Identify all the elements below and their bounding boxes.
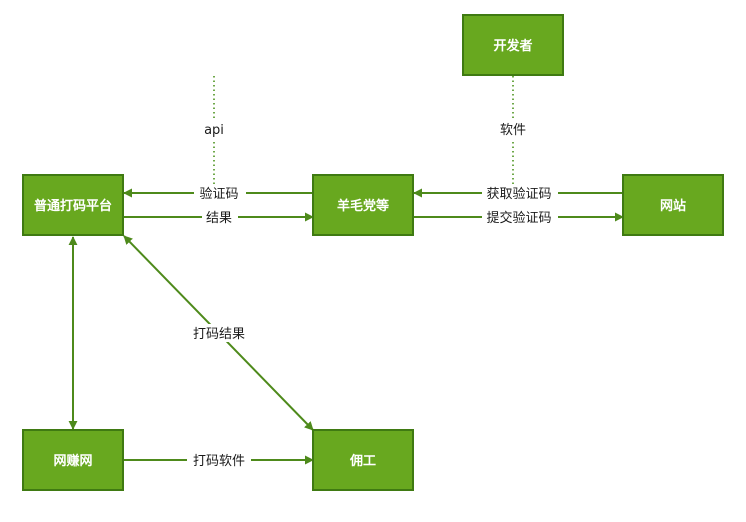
- node-worker-label: 佣工: [349, 453, 376, 469]
- edge-label-get-captcha: 获取验证码: [486, 186, 551, 202]
- node-website-label: 网站: [660, 198, 686, 214]
- node-developer-label: 开发者: [493, 38, 532, 54]
- label-bg-typing-software: [187, 451, 251, 469]
- node-worker: 佣工: [312, 429, 414, 491]
- label-bg-captcha: [194, 184, 246, 202]
- label-bg-result: [202, 208, 238, 226]
- node-wangzhuan: 网赚网: [22, 429, 124, 491]
- node-wangzhuan-label: 网赚网: [53, 453, 92, 469]
- label-bg-get-captcha: [482, 184, 558, 202]
- node-website: 网站: [622, 174, 724, 236]
- edge-label-result: 结果: [206, 211, 232, 226]
- label-bg-api: [198, 119, 232, 139]
- edge-label-api: api: [204, 123, 224, 138]
- label-bg-software: [492, 119, 534, 139]
- node-platform: 普通打码平台: [22, 174, 124, 236]
- edge-label-software: 软件: [500, 123, 526, 138]
- label-bg-submit-captcha: [482, 208, 558, 226]
- edge-label-submit-captcha: 提交验证码: [486, 210, 551, 226]
- node-yangmao-label: 羊毛党等: [337, 198, 389, 214]
- edge-label-typing-software: 打码软件: [193, 454, 245, 469]
- node-developer: 开发者: [462, 14, 564, 76]
- node-yangmao: 羊毛党等: [312, 174, 414, 236]
- label-bg-typing-result: [187, 324, 251, 342]
- edge-label-captcha: 验证码: [199, 186, 238, 202]
- edge-label-typing-result: 打码结果: [193, 327, 245, 342]
- node-platform-label: 普通打码平台: [34, 198, 112, 214]
